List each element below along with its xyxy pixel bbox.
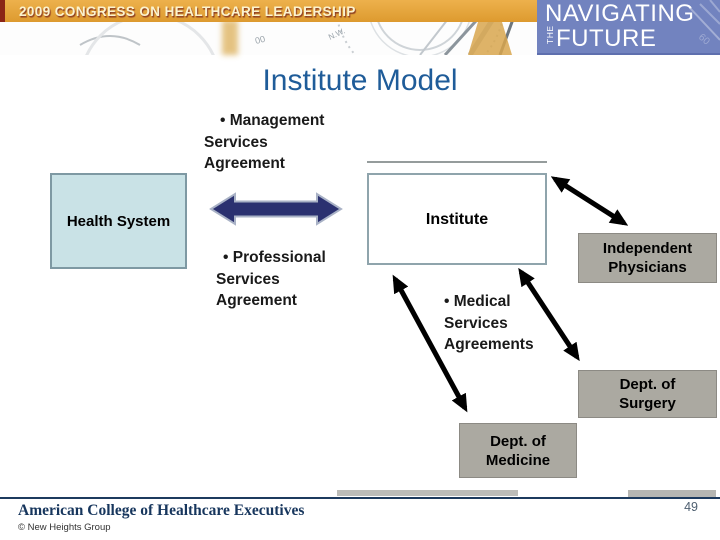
ruler-60-label: 60 <box>696 32 712 48</box>
independent-physicians-label: Independent Physicians <box>602 240 693 276</box>
brand-navigating: NAVIGATING <box>545 0 695 27</box>
dept-of-surgery-box: Dept. of Surgery <box>578 370 717 418</box>
health-institute-arrow <box>209 192 343 226</box>
gold-smudge-graphic <box>222 20 238 55</box>
management-services-agreement-label: • Management Services Agreement <box>204 112 325 172</box>
compass-00-label: 00 <box>254 34 266 46</box>
congress-title: 2009 CONGRESS ON HEALTHCARE LEADERSHIP <box>19 3 356 19</box>
gray-strip-left <box>337 490 518 496</box>
navigating-future-logo: 60 NAVIGATING THE FUTURE <box>537 0 720 55</box>
header-banner: N.W. 00 2009 CONGRESS ON HEALTHCARE LEAD… <box>0 0 720 55</box>
congress-title-bar: 2009 CONGRESS ON HEALTHCARE LEADERSHIP <box>5 0 537 22</box>
brand-future: FUTURE <box>556 25 657 52</box>
dept-of-medicine-box: Dept. of Medicine <box>459 423 577 478</box>
institute-label: Institute <box>425 210 489 228</box>
page-title: Institute Model <box>262 64 458 97</box>
maroon-edge-stripe <box>0 0 5 22</box>
compass-nw-label: N.W. <box>327 26 347 41</box>
footer-organization: American College of Healthcare Executive… <box>18 502 305 519</box>
dept-of-medicine-label: Dept. of Medicine <box>485 432 551 469</box>
page-number: 49 <box>684 500 698 514</box>
institute-physicians-arrow <box>550 176 629 226</box>
dept-of-surgery-label: Dept. of Surgery <box>619 376 676 412</box>
health-system-label: Health System <box>66 212 171 230</box>
gray-strip-right <box>628 490 716 497</box>
independent-physicians-box: Independent Physicians <box>578 233 717 283</box>
footer-copyright: © New Heights Group <box>18 522 111 533</box>
institute-box: Institute <box>367 173 547 265</box>
brand-the: THE <box>545 25 555 44</box>
health-system-box: Health System <box>50 173 187 269</box>
ruler-graphic: 60 <box>689 0 720 48</box>
professional-services-agreement-label: • Professional Services Agreement <box>216 249 326 309</box>
medical-services-agreements-label: • Medical Services Agreements <box>444 293 534 353</box>
footer-divider <box>0 497 720 499</box>
